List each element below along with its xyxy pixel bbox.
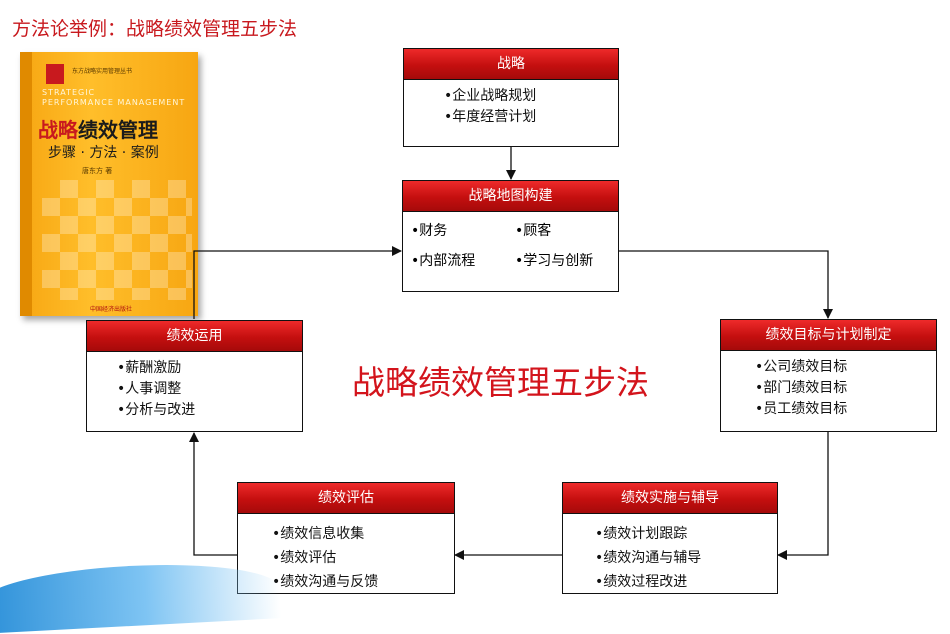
book-english-line: STRATEGIC xyxy=(42,88,96,97)
strategy-map-item: •财务 xyxy=(411,223,448,239)
strategy-map-box: 战略地图构建 •财务 •顾客 •内部流程 •学习与创新 xyxy=(402,180,619,292)
book-subtitle: 步骤 · 方法 · 案例 xyxy=(48,145,159,161)
application-box: 绩效运用 •薪酬激励 •人事调整 •分析与改进 xyxy=(86,320,303,432)
book-series: 东方战略实用管理丛书 xyxy=(72,68,133,75)
book-title-red: 战略 xyxy=(38,118,78,142)
connector-evaluation-to-application xyxy=(189,432,237,556)
page-title: 方法论举例：战略绩效管理五步法 xyxy=(12,18,298,40)
implementation-item: •绩效沟通与辅导 xyxy=(595,550,702,566)
goals-item: •公司绩效目标 xyxy=(755,359,848,375)
book-title: 战略绩效管理 xyxy=(38,114,158,143)
evaluation-item: •绩效评估 xyxy=(272,550,337,566)
connector-map-to-goals xyxy=(619,250,833,319)
goals-item: •部门绩效目标 xyxy=(755,380,848,396)
book-english-line: PERFORMANCE MANAGEMENT xyxy=(42,98,186,107)
implementation-item: •绩效计划跟踪 xyxy=(595,526,688,542)
book-cover-image: 东方战略实用管理丛书 STRATEGIC PERFORMANCE MANAGEM… xyxy=(20,52,198,316)
flow-connectors xyxy=(189,147,833,560)
strategy-map-item: •顾客 xyxy=(515,223,552,239)
implementation-item: •绩效过程改进 xyxy=(595,574,688,590)
book-title-black: 绩效管理 xyxy=(78,118,158,142)
evaluation-item: •绩效沟通与反馈 xyxy=(272,574,379,590)
application-item: •人事调整 xyxy=(117,381,182,397)
strategy-box: 战略 •企业战略规划 •年度经营计划 xyxy=(403,48,619,147)
implementation-box-title: 绩效实施与辅导 xyxy=(563,483,777,514)
strategy-map-box-title: 战略地图构建 xyxy=(403,181,618,212)
application-item: •薪酬激励 xyxy=(117,360,182,376)
strategy-item: •企业战略规划 xyxy=(444,88,537,104)
goals-box-title: 绩效目标与计划制定 xyxy=(721,320,936,351)
evaluation-item: •绩效信息收集 xyxy=(272,526,365,542)
goals-item: •员工绩效目标 xyxy=(755,401,848,417)
strategy-item: •年度经营计划 xyxy=(444,109,537,125)
book-logo xyxy=(46,64,64,84)
strategy-map-item: •学习与创新 xyxy=(515,253,594,269)
strategy-box-title: 战略 xyxy=(404,49,618,80)
book-author: 唐东方 著 xyxy=(82,167,113,175)
evaluation-box: 绩效评估 •绩效信息收集 •绩效评估 •绩效沟通与反馈 xyxy=(237,482,455,594)
connector-goals-to-implementation xyxy=(777,432,829,560)
goals-box: 绩效目标与计划制定 •公司绩效目标 •部门绩效目标 •员工绩效目标 xyxy=(720,319,937,432)
strategy-map-item: •内部流程 xyxy=(411,253,476,269)
book-english-title: STRATEGIC PERFORMANCE MANAGEMENT xyxy=(42,88,185,108)
book-spine xyxy=(20,52,32,316)
book-publisher: 中国经济出版社 xyxy=(90,306,133,313)
implementation-box: 绩效实施与辅导 •绩效计划跟踪 •绩效沟通与辅导 •绩效过程改进 xyxy=(562,482,778,594)
diagram-center-title: 战略绩效管理五步法 xyxy=(352,363,649,402)
evaluation-box-title: 绩效评估 xyxy=(238,483,454,514)
book-chessboard-pattern xyxy=(42,180,192,300)
application-item: •分析与改进 xyxy=(117,402,196,418)
connector-application-to-map xyxy=(193,246,402,319)
application-box-title: 绩效运用 xyxy=(87,321,302,352)
